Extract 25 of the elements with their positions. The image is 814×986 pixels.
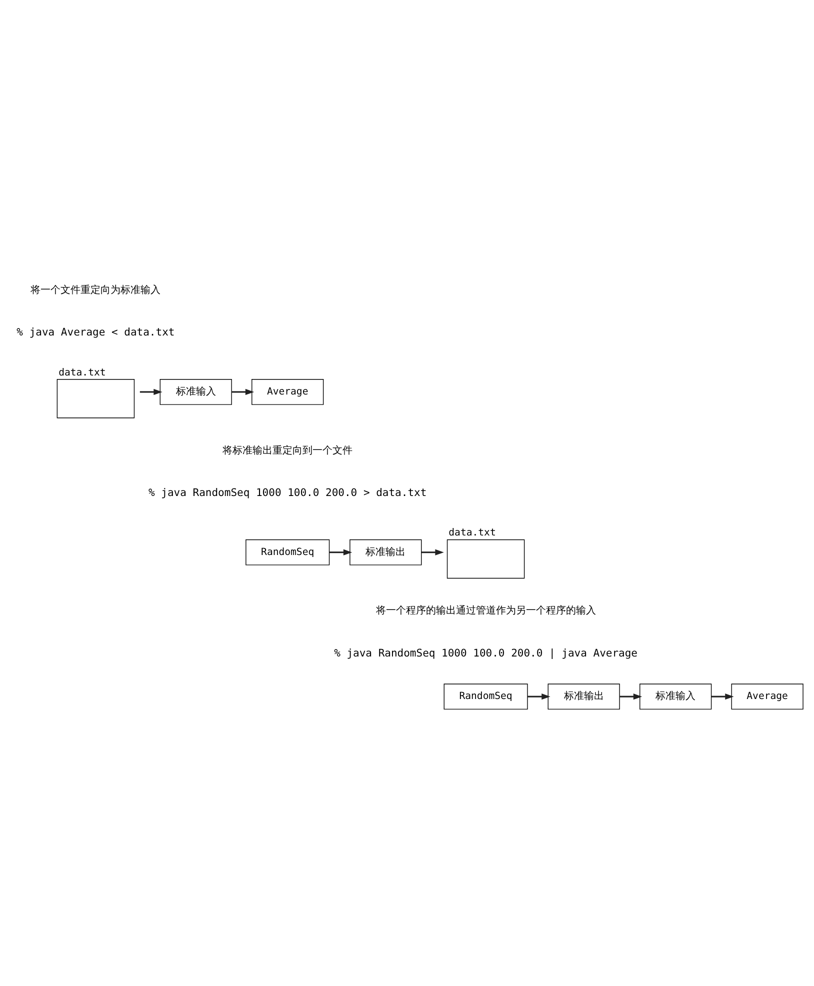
arrow <box>140 388 162 394</box>
node-box: RandomSeq <box>444 683 528 710</box>
node-box: RandomSeq <box>246 538 330 565</box>
label: 将一个文件重定向为标准输入 <box>30 284 161 296</box>
node-box: 标准输出 <box>548 683 620 710</box>
label: % java RandomSeq 1000 100.0 200.0 | java Average <box>334 646 638 659</box>
node-label: data.txt <box>58 366 106 378</box>
node-box: Average <box>731 683 804 710</box>
node-box: 标准输入 <box>160 378 232 404</box>
label: % java RandomSeq 1000 100.0 200.0 > data.txt <box>148 486 427 498</box>
node-box: 标准输入 <box>640 683 712 710</box>
node-box <box>446 538 525 578</box>
arrow <box>528 693 550 700</box>
label: 将一个程序的输出通过管道作为另一个程序的输入 <box>376 605 596 616</box>
arrow <box>711 693 734 700</box>
node-box <box>56 378 135 418</box>
node-box: Average <box>252 378 324 404</box>
arrow <box>421 548 444 555</box>
label: 将标准输出重定向到一个文件 <box>222 444 353 456</box>
arrow <box>232 388 254 394</box>
label: % java Average < data.txt <box>16 326 175 338</box>
arrow <box>329 548 352 555</box>
node-box: 标准输出 <box>350 538 422 565</box>
arrow <box>620 693 642 700</box>
node-label: data.txt <box>448 527 496 538</box>
